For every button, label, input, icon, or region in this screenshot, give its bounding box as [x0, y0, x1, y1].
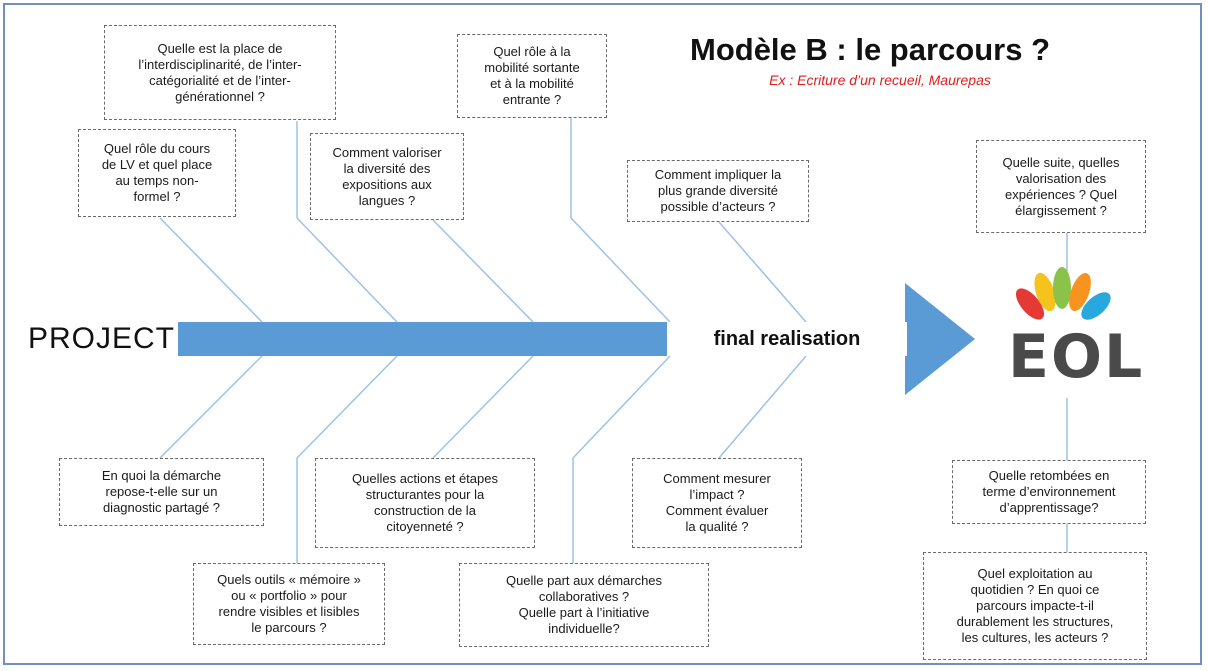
question-text: Quel rôle du cours de LV et quel place a…	[101, 141, 213, 204]
rib-q8b	[296, 355, 398, 459]
rib-q3	[432, 219, 534, 323]
rib-q11	[718, 355, 807, 459]
logo-petal-yellow	[1034, 272, 1056, 312]
question-text: Quelles actions et étapes structurantes …	[352, 471, 498, 534]
eol-logo-text: EOL	[1008, 322, 1145, 392]
question-text: Quels outils « mémoire » ou « portfolio …	[217, 572, 361, 635]
question-box: Quels outils « mémoire » ou « portfolio …	[193, 563, 385, 645]
diagram-subtitle: Ex : Ecriture d’un recueil, Maurepas	[769, 72, 991, 88]
question-text: Quelle est la place de l’interdisciplina…	[138, 40, 302, 104]
question-box: Comment valoriser la diversité des expos…	[310, 133, 464, 220]
question-box: Quelle est la place de l’interdisciplina…	[104, 25, 336, 120]
question-text: Comment impliquer la plus grande diversi…	[654, 167, 782, 214]
question-box: Quel exploitation au quotidien ? En quoi…	[923, 552, 1147, 660]
question-box: Quelle part aux démarches collaboratives…	[459, 563, 709, 647]
question-box: Quelle suite, quelles valorisation des e…	[976, 140, 1146, 233]
rib-q1	[159, 217, 263, 323]
question-text: Comment mesurer l’impact ? Comment évalu…	[663, 471, 771, 534]
question-text: En quoi la démarche repose-t-elle sur un…	[101, 468, 222, 515]
question-box: Quel rôle à la mobilité sortante et à la…	[457, 34, 607, 118]
logo-petal-orange	[1069, 272, 1091, 312]
question-box: Comment mesurer l’impact ? Comment évalu…	[632, 458, 802, 548]
question-text: Quel exploitation au quotidien ? En quoi…	[956, 566, 1114, 645]
question-text: Quelle suite, quelles valorisation des e…	[1002, 154, 1120, 218]
rib-q9	[432, 355, 534, 459]
question-text: Quelle retombées en terme d’environnemen…	[982, 468, 1116, 515]
spine-arrowhead	[905, 283, 975, 395]
rib-q4b	[570, 217, 671, 323]
question-box: Quelles actions et étapes structurantes …	[315, 458, 535, 548]
eol-logo	[1015, 267, 1111, 320]
question-text: Quel rôle à la mobilité sortante et à la…	[484, 44, 580, 107]
logo-petal-red	[1015, 288, 1045, 320]
rib-q5	[718, 221, 807, 323]
rib-q7	[159, 355, 263, 459]
question-box: En quoi la démarche repose-t-elle sur un…	[59, 458, 264, 526]
logo-petal-green	[1053, 267, 1071, 309]
spine-start-label: PROJECT	[28, 322, 176, 355]
question-box: Comment impliquer la plus grande diversi…	[627, 160, 809, 222]
spine-end-label: final realisation	[667, 322, 907, 356]
question-box: Quelle retombées en terme d’environnemen…	[952, 460, 1146, 524]
diagram-title: Modèle B : le parcours ?	[690, 32, 1051, 67]
question-text: Comment valoriser la diversité des expos…	[332, 144, 442, 208]
logo-petal-blue	[1081, 292, 1111, 320]
question-box: Quel rôle du cours de LV et quel place a…	[78, 129, 236, 217]
rib-q2b	[296, 217, 398, 323]
question-text: Quelle part aux démarches collaboratives…	[505, 573, 663, 636]
rib-q10b	[572, 355, 671, 459]
